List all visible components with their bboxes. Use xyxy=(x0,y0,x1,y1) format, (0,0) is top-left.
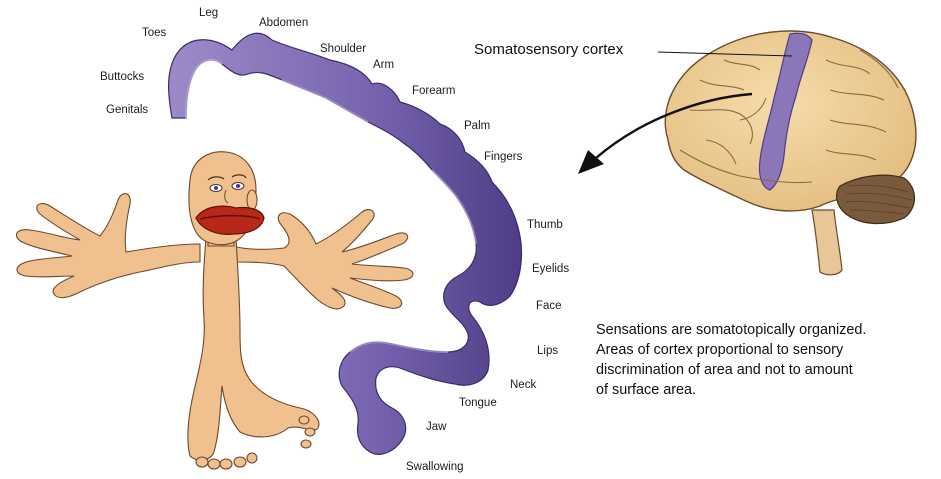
label-abdomen: Abdomen xyxy=(259,18,308,30)
ear xyxy=(247,190,257,210)
caption-line: Sensations are somatotopically organized… xyxy=(596,320,936,340)
label-neck: Neck xyxy=(510,380,536,392)
caption-line: Areas of cortex proportional to sensory xyxy=(596,340,936,360)
label-palm: Palm xyxy=(464,121,490,133)
label-buttocks: Buttocks xyxy=(100,72,144,84)
label-leg: Leg xyxy=(199,8,218,20)
label-toes: Toes xyxy=(142,28,166,40)
label-jaw: Jaw xyxy=(426,422,446,434)
label-forearm: Forearm xyxy=(412,86,455,98)
label-face: Face xyxy=(536,301,562,313)
label-thumb: Thumb xyxy=(527,220,563,232)
brain-stem xyxy=(812,210,842,275)
caption: Sensations are somatotopically organized… xyxy=(596,320,936,400)
label-arm: Arm xyxy=(373,60,394,72)
caption-line: of surface area. xyxy=(596,380,936,400)
label-eyelids: Eyelids xyxy=(532,264,569,276)
brain-illustration xyxy=(665,31,916,275)
label-tongue: Tongue xyxy=(459,398,497,410)
label-swallowing: Swallowing xyxy=(406,462,464,474)
somatosensory-cortex-label: Somatosensory cortex xyxy=(474,42,623,57)
left-hand xyxy=(16,194,200,298)
label-fingers: Fingers xyxy=(484,152,522,164)
homunculus-figure xyxy=(16,152,413,469)
cerebellum xyxy=(837,175,915,223)
label-lips: Lips xyxy=(537,346,558,358)
label-shoulder: Shoulder xyxy=(320,44,366,56)
label-genitals: Genitals xyxy=(106,105,148,117)
caption-line: discrimination of area and not to amount xyxy=(596,360,936,380)
